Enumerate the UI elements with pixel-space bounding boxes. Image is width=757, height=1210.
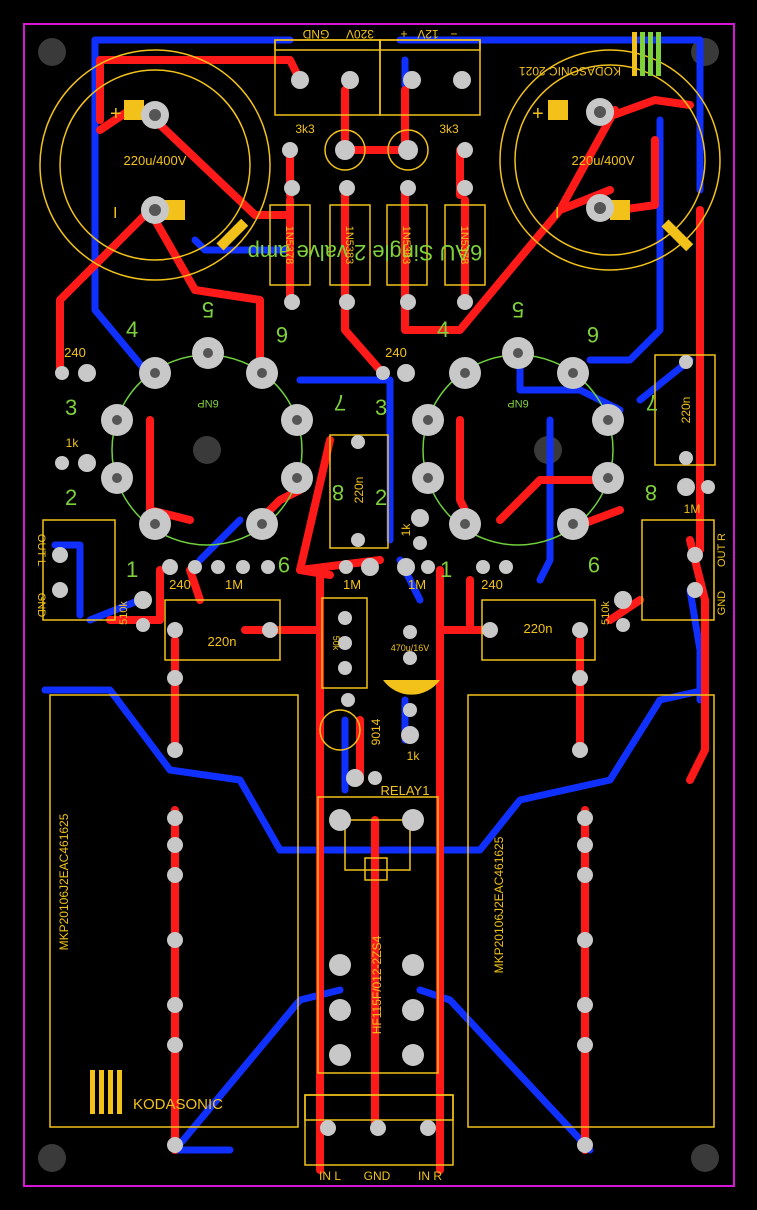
pin-1-left: 1 bbox=[126, 557, 138, 582]
pin-5-right: 5 bbox=[512, 297, 524, 322]
r1m-right: 1M bbox=[684, 502, 701, 516]
top-copper-traces bbox=[56, 56, 709, 1174]
pin-4-right: 4 bbox=[437, 317, 449, 342]
diode-3: 1N5383 bbox=[400, 226, 412, 265]
r510k-right: 510k bbox=[600, 601, 612, 625]
pin-5-left: 5 bbox=[202, 297, 214, 322]
r240-bottom-left: 240 bbox=[169, 577, 191, 592]
gnd-l-label: GND bbox=[35, 593, 47, 618]
r1m-bottom-left: 1M bbox=[225, 577, 243, 592]
cap-left-plus: + bbox=[110, 103, 122, 125]
c220n-middle: 220n bbox=[352, 477, 366, 504]
pin-8-left: 8 bbox=[332, 480, 344, 505]
power-12v-label: 12V bbox=[417, 27, 438, 41]
pin-3-left: 3 bbox=[65, 395, 77, 420]
gnd-in-label: GND bbox=[364, 1169, 391, 1183]
pin-2-right: 2 bbox=[375, 485, 387, 510]
part-value-labels: 240 240 1k 1M 220n 220n 1k 240 1M 1M 1M … bbox=[57, 345, 700, 1034]
power-gnd-label: GND bbox=[302, 27, 329, 41]
pin-9-right: 9 bbox=[588, 552, 600, 577]
diode-labels: 1N5378 1N5383 1N5383 1N5378 bbox=[283, 226, 470, 265]
pin-7-left: 7 bbox=[334, 390, 346, 415]
power-plus-label: + bbox=[400, 27, 407, 41]
pin-8-right: 8 bbox=[645, 480, 657, 505]
cap-left-minus: I bbox=[113, 205, 117, 222]
bottom-copper-traces bbox=[41, 36, 709, 1154]
r240-left: 240 bbox=[64, 345, 86, 360]
pin-7-right: 7 bbox=[646, 390, 658, 415]
board-outline bbox=[23, 23, 735, 1187]
pin-9-left: 9 bbox=[278, 552, 290, 577]
resistor-3k3-right: 3k3 bbox=[439, 122, 459, 136]
diode-4: 1N5378 bbox=[458, 226, 470, 265]
pin-2-left: 2 bbox=[65, 485, 77, 510]
c220n-bottom-right: 220n bbox=[524, 621, 553, 636]
film-cap-left-label: MKP20106J2EAC461625 bbox=[57, 813, 71, 950]
gnd-r-label: GND bbox=[716, 591, 728, 616]
power-320v-label: 320V bbox=[346, 27, 374, 41]
tube-pin-labels: 4 5 6 3 7 2 8 1 9 6NP 4 5 6 3 7 2 8 1 9 … bbox=[65, 297, 658, 582]
power-connector-labels: GND 320V + 12V − bbox=[302, 27, 457, 41]
r510k-left: 510k bbox=[118, 601, 130, 625]
transistor-label: 9014 bbox=[369, 718, 383, 745]
relay-label: RELAY1 bbox=[381, 783, 430, 798]
r240-bottom-right: 240 bbox=[481, 577, 503, 592]
r1k-bottom: 1k bbox=[407, 749, 421, 763]
out-l-label: OUT L bbox=[35, 534, 47, 566]
silkscreen bbox=[39, 39, 721, 1166]
silk-marks bbox=[90, 32, 694, 1114]
c220n-bottom-left: 220n bbox=[208, 634, 237, 649]
film-cap-right-label: MKP20106J2EAC461625 bbox=[492, 836, 506, 973]
in-l-label: IN L bbox=[319, 1169, 341, 1183]
tube-right-label: 6NP bbox=[507, 397, 528, 409]
cap-right-minus: I bbox=[555, 205, 559, 222]
board-title: 6AU Single 2 valve amp bbox=[248, 240, 483, 265]
power-minus-label: − bbox=[450, 27, 457, 41]
out-r-label: OUT R bbox=[716, 533, 728, 567]
r240-mid: 240 bbox=[385, 345, 407, 360]
relay-part-label: HF115F/012-2ZS4 bbox=[370, 935, 384, 1034]
pin-4-left: 4 bbox=[126, 317, 138, 342]
pads bbox=[52, 71, 715, 1153]
brand-top-label: KODASONIC 2021 bbox=[519, 64, 621, 78]
pin-1-right: 1 bbox=[440, 557, 452, 582]
r1k-left: 1k bbox=[66, 436, 80, 450]
cap-left-label: 220u/400V bbox=[124, 153, 187, 168]
resistor-3k3-left: 3k3 bbox=[295, 122, 315, 136]
r1m-mid-right: 1M bbox=[408, 577, 426, 592]
pin-6-left: 6 bbox=[276, 322, 288, 347]
io-labels: OUT L GND OUT R GND IN L GND IN R bbox=[35, 533, 728, 1183]
r1m-mid-left: 1M bbox=[343, 577, 361, 592]
diode-1: 1N5378 bbox=[283, 226, 295, 265]
trimmer-label: 50k bbox=[331, 636, 341, 651]
elec-cap-label: 470u/16V bbox=[391, 643, 430, 653]
in-r-label: IN R bbox=[418, 1169, 442, 1183]
tube-left-label: 6NP bbox=[197, 397, 218, 409]
r1k-middle: 1k bbox=[399, 523, 413, 537]
c220n-right-top: 220n bbox=[679, 397, 693, 424]
cap-right-label: 220u/400V bbox=[572, 153, 635, 168]
cap-right-plus: + bbox=[532, 103, 544, 125]
pin-6-right: 6 bbox=[587, 322, 599, 347]
diode-2: 1N5383 bbox=[343, 226, 355, 265]
brand-bottom-label: KODASONIC bbox=[133, 1096, 223, 1113]
pin-3-right: 3 bbox=[375, 395, 387, 420]
